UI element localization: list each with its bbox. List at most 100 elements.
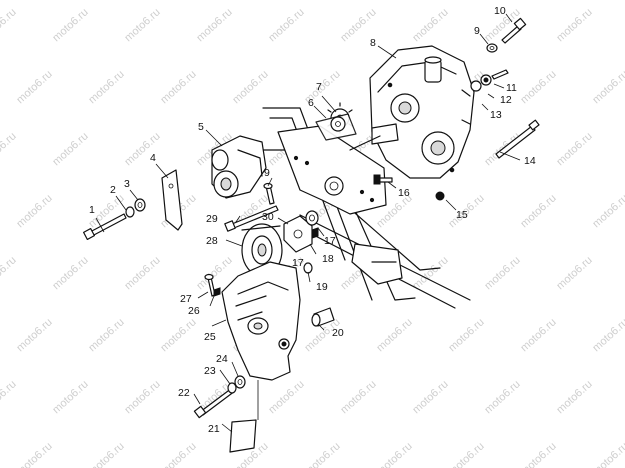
- callout-17a: 17: [324, 235, 336, 247]
- watermark-text: moto6.ru: [266, 378, 306, 416]
- callout-30: 30: [262, 211, 274, 223]
- watermark-text: moto6.ru: [194, 6, 234, 44]
- watermark-text: moto6.ru: [302, 440, 342, 468]
- decal-21: [229, 419, 257, 453]
- callout-5: 5: [198, 121, 204, 133]
- watermark-text: moto6.ru: [14, 192, 54, 230]
- caliper-bracket: [161, 169, 183, 231]
- watermark-text: moto6.ru: [374, 316, 414, 354]
- spacer-30: [283, 215, 313, 253]
- watermark-text: moto6.ru: [50, 254, 90, 292]
- callout-18: 18: [322, 253, 334, 265]
- callout-25: 25: [204, 331, 216, 343]
- callout-28: 28: [206, 235, 218, 247]
- bolt-10: [501, 17, 527, 44]
- washer-3: [134, 198, 146, 212]
- mounting-plate: [277, 125, 387, 215]
- watermark-text: moto6.ru: [158, 68, 198, 106]
- callout-9b: 9: [264, 167, 270, 179]
- callout-13: 13: [490, 109, 502, 121]
- gearcase-input-shaft: [349, 123, 399, 151]
- callout-labels: 1 2 3 4 5 6 7 8 9 10 11 12 13 14 15 16 9…: [89, 5, 536, 435]
- watermark-text: moto6.ru: [122, 6, 162, 44]
- bolt-29: [224, 205, 279, 232]
- washer-24: [234, 375, 246, 389]
- bolt-22: [193, 387, 236, 419]
- bolt-1: [82, 213, 127, 241]
- callout-24: 24: [216, 353, 228, 365]
- watermark-text: moto6.ru: [590, 316, 625, 354]
- callout-14: 14: [524, 155, 536, 167]
- watermark-text: moto6.ru: [410, 6, 450, 44]
- watermark-text: moto6.ru: [50, 6, 90, 44]
- drive-sprocket: [315, 102, 357, 141]
- watermark-text: moto6.ru: [482, 254, 522, 292]
- callout-10: 10: [494, 5, 506, 17]
- watermark-text: moto6.ru: [590, 440, 625, 468]
- watermark-text: moto6.ru: [230, 68, 270, 106]
- callout-16: 16: [398, 187, 410, 199]
- callout-26: 26: [188, 305, 200, 317]
- watermark-text: moto6.ru: [518, 68, 558, 106]
- callout-7: 7: [316, 81, 322, 93]
- watermark-text: moto6.ru: [518, 440, 558, 468]
- washer-2: [125, 206, 135, 218]
- callout-17b: 17: [292, 257, 304, 269]
- callout-21: 21: [208, 423, 220, 435]
- watermark-text: moto6.ru: [590, 68, 625, 106]
- callout-2: 2: [110, 184, 116, 196]
- watermark-text: moto6.ru: [446, 316, 486, 354]
- nut-15: [435, 191, 445, 201]
- watermark-text: moto6.ru: [554, 6, 594, 44]
- callout-9a: 9: [474, 25, 480, 37]
- watermark-text: moto6.ru: [14, 68, 54, 106]
- callout-6: 6: [308, 97, 314, 109]
- watermark-text: moto6.ru: [14, 316, 54, 354]
- watermark-text: moto6.ru: [590, 192, 625, 230]
- watermark-text: moto6.ru: [374, 440, 414, 468]
- watermark-text: moto6.ru: [122, 130, 162, 168]
- spacer-20: [311, 307, 335, 327]
- watermark-text: moto6.ru: [0, 6, 19, 44]
- watermark-text: moto6.ru: [122, 378, 162, 416]
- clip-18: [311, 227, 319, 239]
- watermark-text: moto6.ru: [86, 68, 126, 106]
- callout-22: 22: [178, 387, 190, 399]
- watermark-text: moto6.ru: [482, 378, 522, 416]
- callout-27: 27: [180, 293, 192, 305]
- watermark-text: moto6.ru: [158, 440, 198, 468]
- watermark-text: moto6.ru: [518, 316, 558, 354]
- screw-27: [204, 273, 216, 297]
- watermark-text: moto6.ru: [446, 440, 486, 468]
- gearcase-housing: [369, 45, 475, 179]
- gearcase-hardware-9-13: [470, 43, 509, 92]
- bolt-14: [495, 119, 540, 159]
- watermark-text: moto6.ru: [554, 254, 594, 292]
- nut-17: [305, 210, 319, 226]
- watermark-text: moto6.ru: [122, 254, 162, 292]
- watermark-text: moto6.ru: [554, 378, 594, 416]
- callout-15: 15: [456, 209, 468, 221]
- watermark-text: moto6.ru: [0, 254, 19, 292]
- washer-23: [227, 382, 237, 394]
- callout-11: 11: [506, 82, 517, 94]
- watermark-text: moto6.ru: [86, 440, 126, 468]
- washer-19: [303, 262, 313, 274]
- watermark-text: moto6.ru: [266, 6, 306, 44]
- watermark-text: moto6.ru: [554, 130, 594, 168]
- callout-19: 19: [316, 281, 328, 293]
- callout-12: 12: [500, 94, 512, 106]
- watermark-text: moto6.ru: [158, 316, 198, 354]
- callout-8: 8: [370, 37, 376, 49]
- callout-23: 23: [204, 365, 216, 377]
- belt-guard-cover: [221, 261, 301, 381]
- watermark-text: moto6.ru: [0, 130, 19, 168]
- watermark-text: moto6.ru: [14, 440, 54, 468]
- watermark-text: moto6.ru: [50, 130, 90, 168]
- callout-4: 4: [150, 152, 156, 164]
- callout-1: 1: [89, 204, 95, 216]
- leader-lines: [95, 13, 521, 433]
- callout-29: 29: [206, 213, 218, 225]
- watermark-text: moto6.ru: [338, 378, 378, 416]
